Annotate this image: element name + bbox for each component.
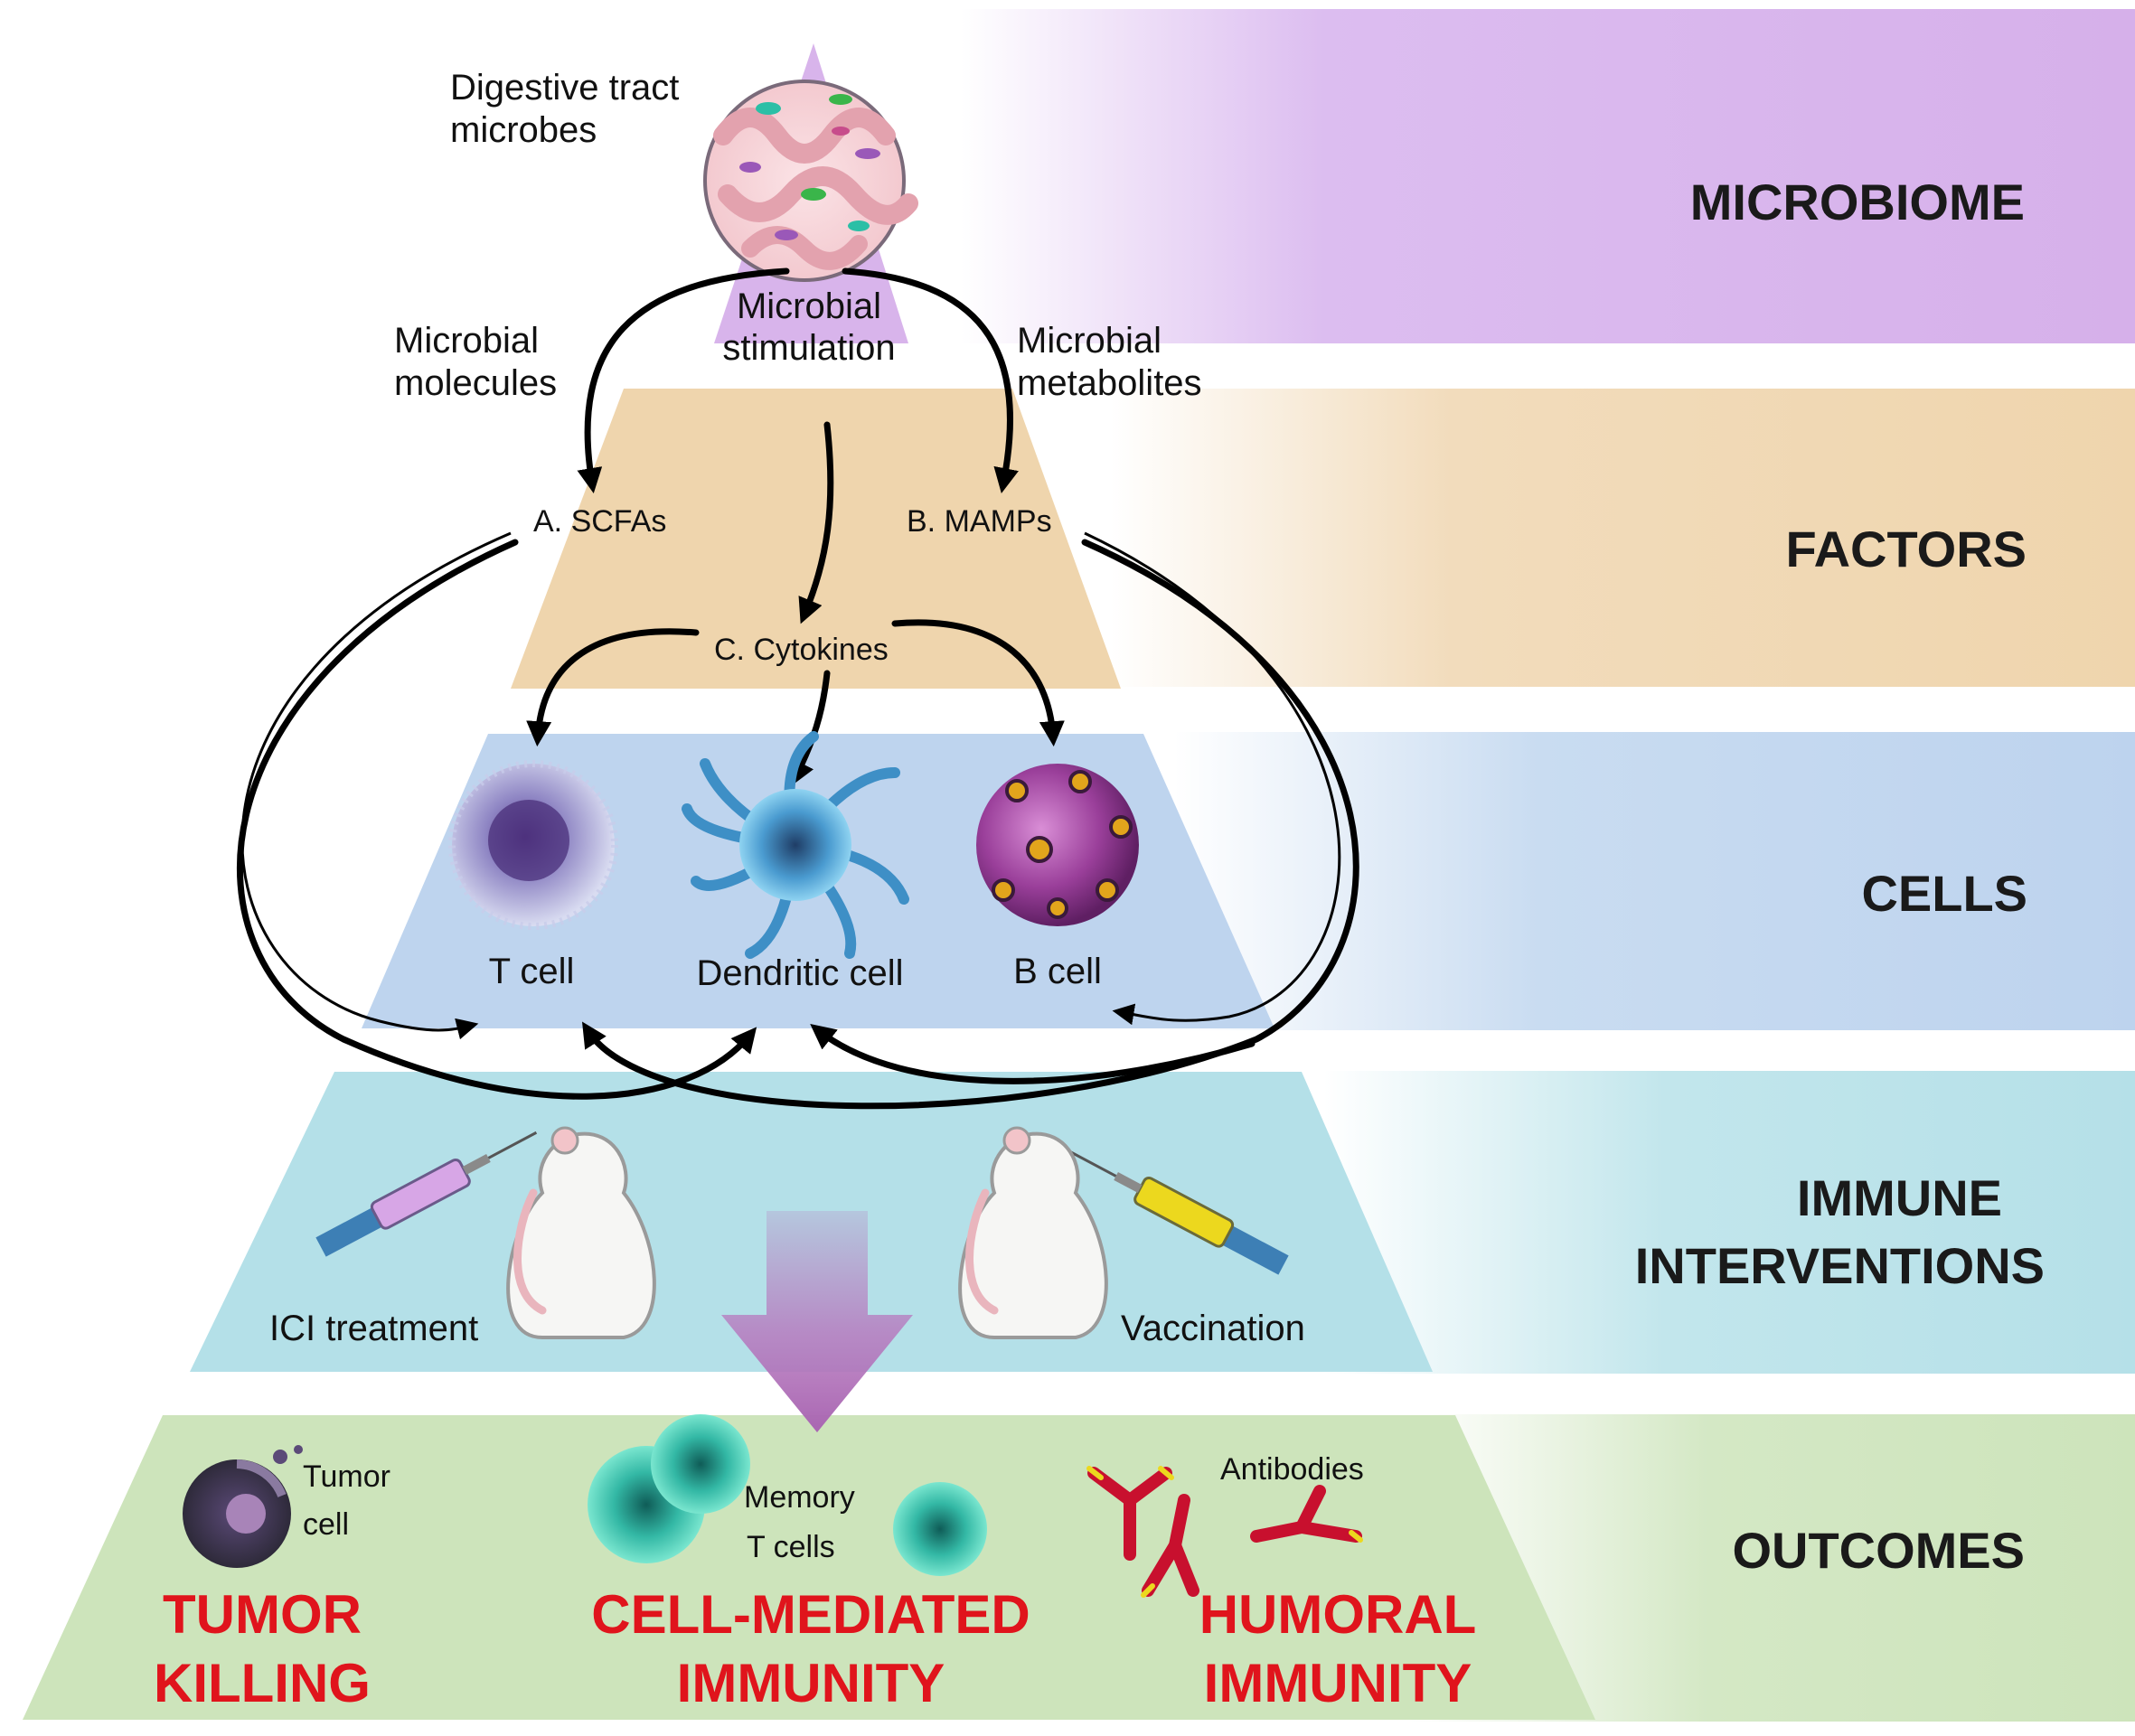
label-mamps: B. MAMPs [907,504,1052,539]
label-dendritic-cell: Dendritic cell [697,953,904,993]
band-label-microbiome: MICROBIOME [1690,174,2025,230]
antibodies-illustration [1086,1466,1363,1598]
label-stimulation-1: Microbial [737,286,881,326]
mouse-right-illustration [958,1126,1108,1339]
label-tumor-cell-2: cell [303,1507,349,1542]
label-stimulation-2: stimulation [722,328,895,368]
arrow-loop-left [236,539,757,1100]
band-label-outcomes: OUTCOMES [1732,1522,2025,1579]
outcome-tumor-killing-1: TUMOR [163,1584,362,1645]
dendritic-cell-illustration [682,731,909,959]
label-digestive-tract-2: microbes [450,110,597,150]
syringe-right-icon [1067,1149,1289,1275]
label-scfas: A. SCFAs [533,504,666,539]
pyramid-tier-factors [511,389,1121,689]
b-cell-illustration [976,764,1139,926]
label-molecules-1: Microbial [394,321,539,361]
label-antibodies: Antibodies [1220,1452,1364,1487]
label-metabolites-2: metabolites [1017,363,1202,403]
label-memory-1: Memory [744,1480,855,1515]
outcome-humoral-2: IMMUNITY [1204,1653,1472,1713]
arrow-scfas-to-tcell [240,531,512,1040]
tumor-cell-illustration [183,1445,303,1568]
outcome-tumor-killing-2: KILLING [154,1653,371,1713]
arrow-stimulation-to-mamps [842,267,1019,493]
outcome-cell-mediated-1: CELL-MEDIATED [591,1584,1030,1645]
band-label-interventions-1: IMMUNE [1797,1169,2002,1226]
arrow-loop-right-inner [810,1024,1256,1084]
arrow-loop-right [581,539,1359,1110]
outcome-cell-mediated-2: IMMUNITY [677,1653,945,1713]
mouse-left-illustration [506,1126,656,1339]
arrow-cytokines-to-bcell [891,619,1065,747]
t-cell-illustration [448,760,618,930]
outcome-humoral-1: HUMORAL [1199,1584,1477,1645]
label-molecules-2: molecules [394,363,557,403]
pyramid-tier-outcomes [23,1415,1595,1720]
center-down-arrow [721,1211,913,1432]
label-vaccination: Vaccination [1121,1309,1305,1348]
label-ici-treatment: ICI treatment [269,1309,478,1348]
label-memory-2: T cells [747,1530,835,1564]
label-cytokines: C. Cytokines [714,633,889,667]
arrow-stimulation-to-cytokines [798,421,834,624]
gut-microbes-illustration [703,80,918,282]
label-digestive-tract-1: Digestive tract [450,68,679,108]
label-b-cell: B cell [1013,952,1102,991]
band-label-cells: CELLS [1861,865,2027,922]
label-t-cell: T cell [489,952,575,991]
arrow-cytokines-to-dendritic [790,670,831,787]
arrow-stimulation-to-scfas [577,267,790,494]
arrow-cytokines-to-tcell [526,628,700,747]
label-metabolites-1: Microbial [1017,321,1162,361]
syringe-left-icon [315,1131,538,1257]
label-tumor-cell-1: Tumor [303,1459,390,1494]
band-microbiome [0,9,2135,343]
memory-t-cells-illustration [588,1414,987,1576]
band-label-factors: FACTORS [1785,521,2027,577]
band-label-interventions-2: INTERVENTIONS [1635,1237,2045,1294]
